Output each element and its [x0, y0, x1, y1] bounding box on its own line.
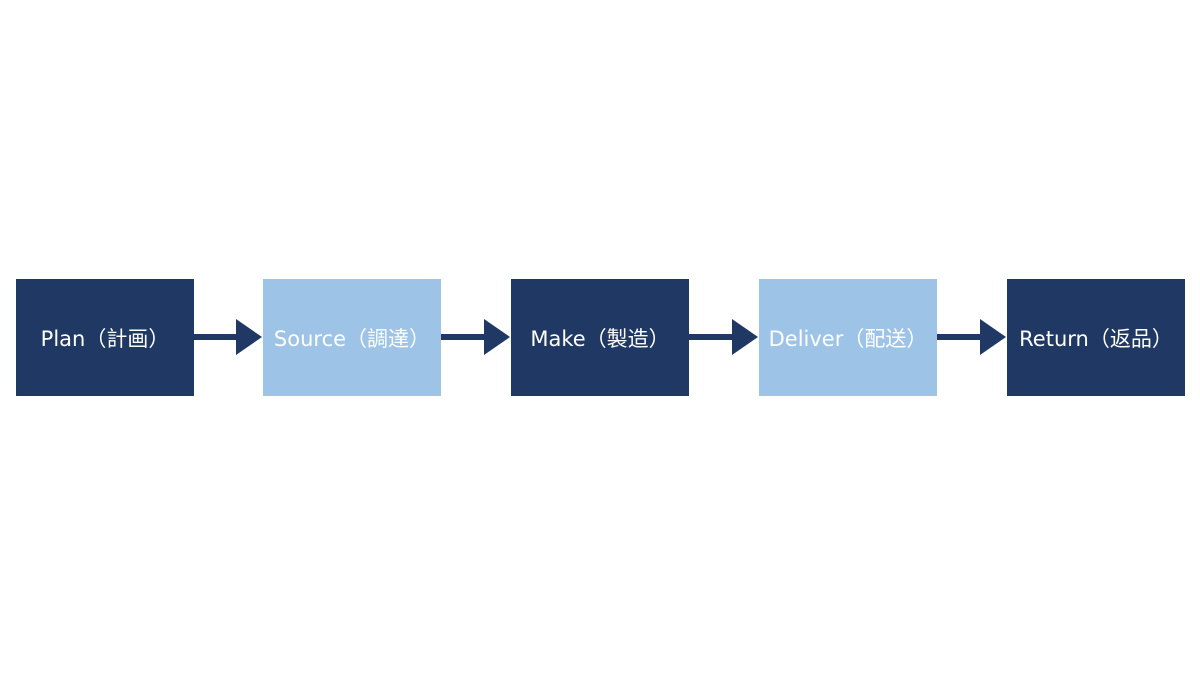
arrow-source-to-make [441, 319, 510, 355]
step-return-label: Return（返品） [1019, 326, 1173, 351]
arrow-plan-to-source [194, 319, 262, 355]
step-plan-label: Plan（計画） [40, 326, 170, 351]
step-deliver-label: Deliver（配送） [768, 326, 928, 351]
arrow-deliver-to-return [937, 319, 1006, 355]
step-plan: Plan（計画） [16, 279, 194, 396]
arrow-make-to-deliver [689, 319, 758, 355]
step-make: Make（製造） [511, 279, 689, 396]
step-source-label: Source（調達） [273, 326, 431, 351]
step-deliver: Deliver（配送） [759, 279, 937, 396]
step-make-label: Make（製造） [530, 326, 670, 351]
step-return: Return（返品） [1007, 279, 1185, 396]
step-source: Source（調達） [263, 279, 441, 396]
